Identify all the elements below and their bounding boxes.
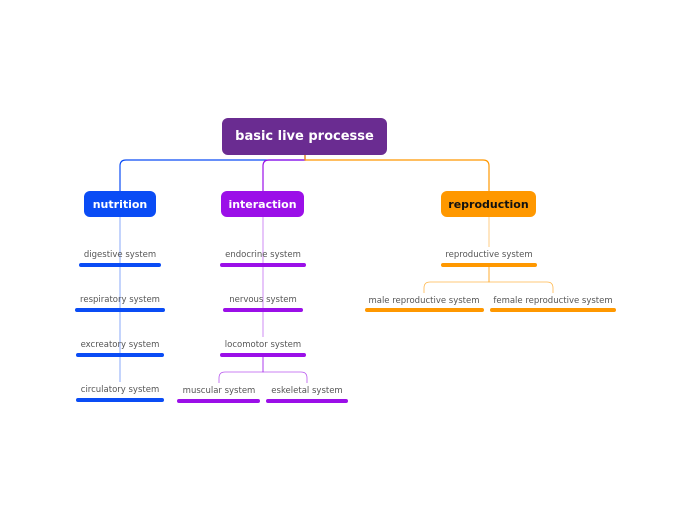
- node-interaction[interactable]: interaction: [221, 191, 304, 217]
- underline-locomotor: [220, 353, 306, 357]
- reproduction-label: reproduction: [448, 197, 529, 211]
- leaf-circulatory-system[interactable]: circulatory system: [80, 385, 160, 395]
- leaf-reproductive-system[interactable]: reproductive system: [445, 250, 533, 260]
- leaf-respiratory-system[interactable]: respiratory system: [80, 295, 160, 305]
- leaf-eskeletal-system[interactable]: eskeletal system: [271, 386, 343, 396]
- leaf-endocrine-system[interactable]: endocrine system: [225, 250, 301, 260]
- interaction-label: interaction: [228, 197, 297, 211]
- leaf-excreatory-system[interactable]: excreatory system: [80, 340, 160, 350]
- underline-endocrine: [220, 263, 306, 267]
- underline-nervous: [223, 308, 303, 312]
- leaf-muscular-system[interactable]: muscular system: [182, 386, 256, 396]
- leaf-digestive-system[interactable]: digestive system: [83, 250, 157, 260]
- root-node[interactable]: basic live processe: [222, 118, 387, 155]
- root-label: basic live processe: [235, 129, 374, 144]
- underline-digestive: [79, 263, 161, 267]
- nutrition-label: nutrition: [92, 197, 148, 211]
- leaf-locomotor-system[interactable]: locomotor system: [224, 340, 302, 350]
- leaf-male-reproductive-system[interactable]: male reproductive system: [368, 296, 480, 306]
- underline-excreatory: [76, 353, 164, 357]
- leaf-nervous-system[interactable]: nervous system: [229, 295, 297, 305]
- underline-female-reproductive: [490, 308, 616, 312]
- underline-respiratory: [75, 308, 165, 312]
- underline-reproductive: [441, 263, 537, 267]
- underline-eskeletal: [266, 399, 348, 403]
- underline-muscular: [177, 399, 260, 403]
- node-reproduction[interactable]: reproduction: [441, 191, 536, 217]
- node-nutrition[interactable]: nutrition: [84, 191, 156, 217]
- underline-circulatory: [76, 398, 164, 402]
- underline-male-reproductive: [365, 308, 484, 312]
- leaf-female-reproductive-system[interactable]: female reproductive system: [493, 296, 613, 306]
